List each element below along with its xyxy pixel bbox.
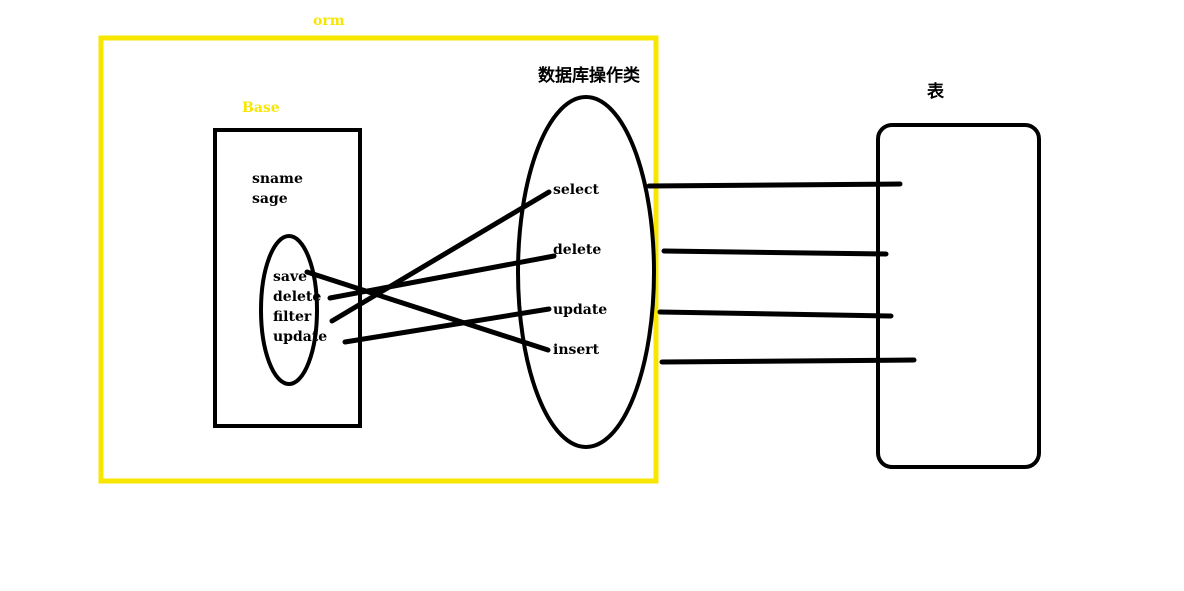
db-class-label: 数据库操作类	[538, 65, 641, 86]
base-class-box	[213, 128, 362, 428]
table-label: 表	[927, 81, 945, 102]
map-line-filter-select	[329, 189, 552, 324]
base-field-sage: sage	[252, 191, 288, 207]
db-method-update: update	[553, 302, 607, 318]
base-methods-ellipse	[259, 234, 319, 386]
table-connector-2	[661, 248, 889, 257]
base-field-sname: sname	[252, 171, 303, 187]
orm-label: orm	[313, 13, 345, 29]
table-connector-3	[657, 309, 894, 319]
base-label: Base	[242, 100, 280, 116]
base-method-update: update	[273, 329, 327, 345]
table-connector-1	[646, 181, 903, 189]
base-method-filter: filter	[273, 309, 312, 325]
base-method-save: save	[273, 269, 307, 285]
orm-container	[98, 35, 659, 484]
table-connector-4	[659, 357, 917, 365]
table-box	[876, 123, 1041, 469]
map-line-delete-delete	[327, 253, 557, 301]
map-line-update-update	[342, 306, 552, 345]
db-method-delete: delete	[553, 242, 601, 258]
db-method-insert: insert	[553, 342, 600, 358]
map-line-save-insert	[304, 269, 551, 353]
db-class-ellipse	[516, 95, 656, 449]
base-method-delete: delete	[273, 289, 321, 305]
db-method-select: select	[553, 182, 600, 198]
